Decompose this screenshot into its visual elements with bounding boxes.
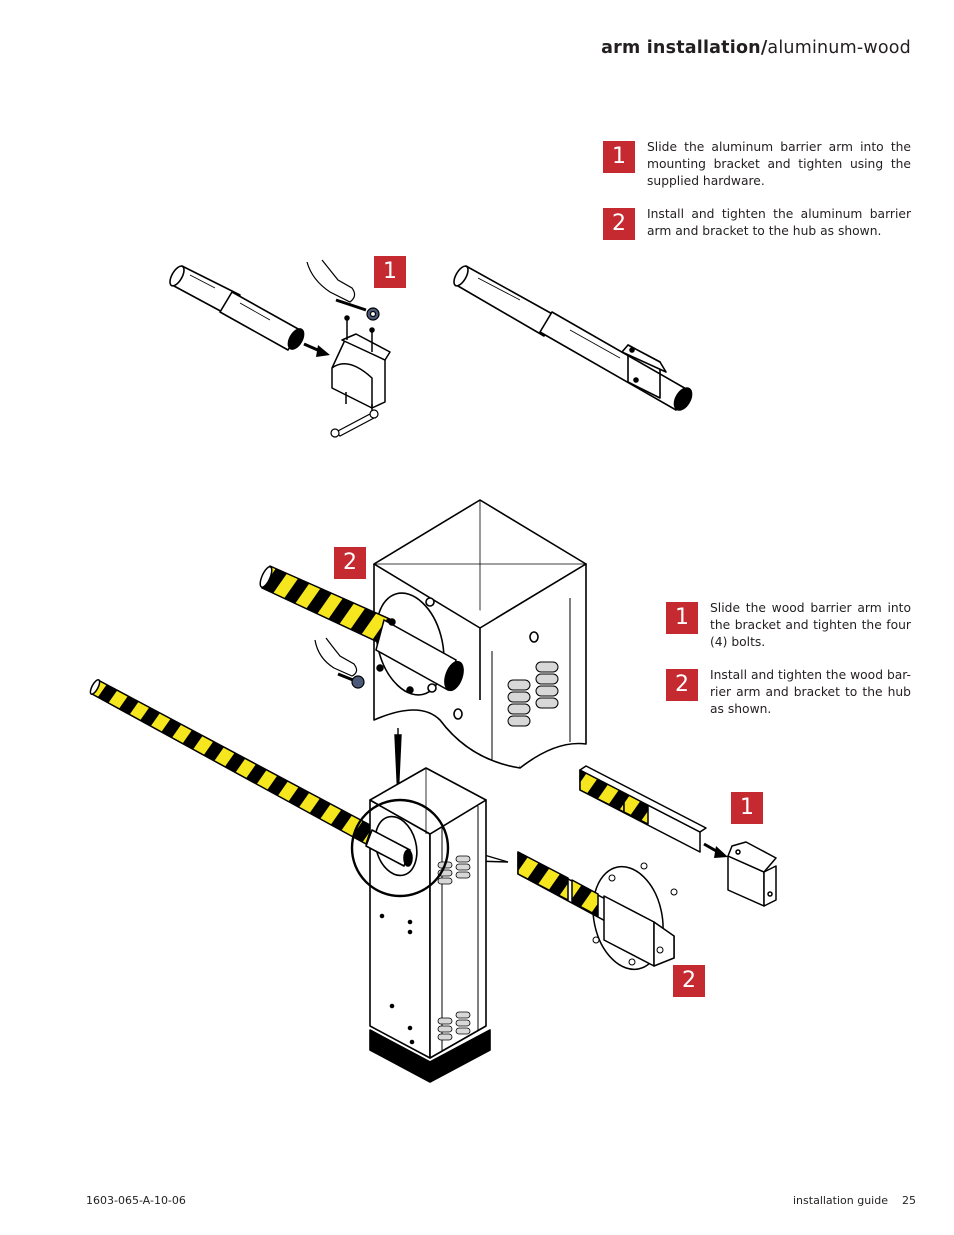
arrow-insert-left [303,342,330,357]
step-text-aluminum-1: Slide the aluminum barrier arm into the … [647,140,911,188]
page-title: arm installation/aluminum-wood [601,38,911,58]
gate-operator-cabinet [350,767,491,1083]
page-number: 25 [902,1194,916,1207]
step-badge-aluminum-2: 2 [603,208,635,240]
aluminum-arm-right [453,265,693,411]
long-wood-arm [89,679,373,845]
title-subtitle: aluminum-wood [767,38,911,58]
wrench-icon [330,409,379,438]
guide-label: installation guide [793,1194,888,1207]
vent-louvers [507,661,559,727]
wood-arm-exploded [579,765,707,853]
callout-wood-bracket: 1 [731,792,763,824]
wood-bracket [727,841,777,907]
callout-wood-hub: 2 [334,547,366,579]
step-text-wood-1: Slide the wood barrier arm into the brac… [710,601,911,649]
step-badge-wood-1: 1 [666,602,698,634]
socket-wrench-icon [306,259,380,321]
arrow-insert-right [703,842,728,858]
footer-guide: installation guide 25 [793,1194,916,1207]
aluminum-arm-left [169,265,305,351]
step-badge-aluminum-1: 1 [603,141,635,173]
document-number: 1603-065-A-10-06 [86,1194,186,1207]
title-separator: / [760,38,768,58]
wood-arm-assembly [517,851,678,971]
callout-wood-assembly: 2 [673,965,705,997]
aluminum-bracket [331,315,391,416]
wood-hub-bracket [375,618,464,694]
wood-arm-short [259,565,393,645]
step-text-wood-2: Install and tighten the wood bar-rier ar… [710,668,911,716]
callout-aluminum-bracket: 1 [374,256,406,288]
step-badge-wood-2: 2 [666,669,698,701]
step-text-aluminum-2: Install and tighten the aluminum barrier… [647,207,911,238]
title-bold: arm installation [601,38,761,58]
socket-wrench-hub-icon [314,637,365,689]
